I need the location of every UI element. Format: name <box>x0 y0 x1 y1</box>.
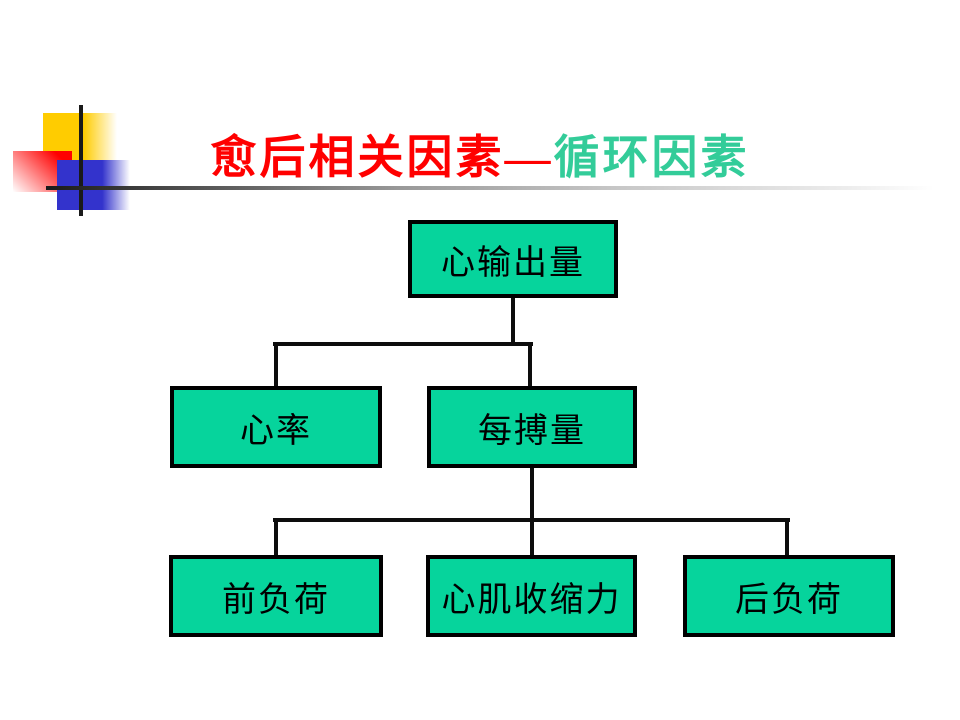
edge-drop-contractility <box>530 520 534 557</box>
title-divider-line <box>46 186 934 190</box>
decoration-blue-square <box>57 160 130 210</box>
node-contractility: 心肌收缩力 <box>426 555 637 637</box>
edge-cardiacoutput-down <box>511 296 515 344</box>
title-red-segment: 愈后相关因素— <box>210 132 554 183</box>
node-afterload: 后负荷 <box>683 555 895 637</box>
title-green-segment: 循环因素 <box>553 132 750 183</box>
node-cardiac-output-label: 心输出量 <box>441 244 585 282</box>
decoration-vertical-line <box>79 105 83 216</box>
node-cardiac-output: 心输出量 <box>408 220 618 298</box>
edge-drop-preload <box>274 520 278 557</box>
node-stroke-volume-label: 每搏量 <box>478 412 586 450</box>
node-heart-rate: 心率 <box>170 386 382 468</box>
slide-title: 愈后相关因素—循环因素 <box>0 130 960 186</box>
edge-strokevolume-down <box>530 466 534 520</box>
node-preload-label: 前负荷 <box>222 581 330 619</box>
edge-level2-horizontal <box>273 342 533 346</box>
node-heart-rate-label: 心率 <box>240 412 312 450</box>
node-contractility-label: 心肌收缩力 <box>441 581 622 619</box>
edge-drop-strokevolume <box>528 344 532 388</box>
node-afterload-label: 后负荷 <box>735 581 843 619</box>
edge-drop-afterload <box>785 520 789 557</box>
node-stroke-volume: 每搏量 <box>427 386 637 468</box>
node-preload: 前负荷 <box>169 555 383 637</box>
edge-drop-heartrate <box>274 344 278 388</box>
